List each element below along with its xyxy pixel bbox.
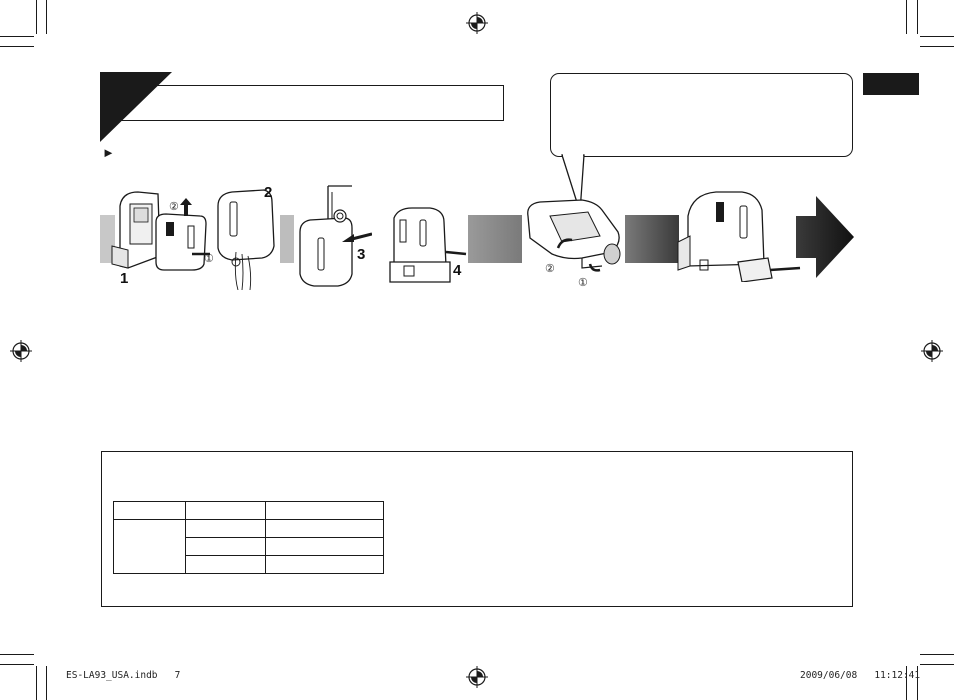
- gradient-band: [625, 215, 679, 263]
- spec-table: [113, 501, 384, 574]
- registration-mark-icon: [10, 340, 32, 362]
- crop-mark: [46, 666, 47, 700]
- crop-mark: [0, 46, 34, 47]
- step-number: 4: [453, 262, 462, 279]
- illustration-step-3: [299, 185, 372, 287]
- crop-mark: [920, 654, 954, 655]
- callout-pointer: [561, 154, 585, 213]
- crop-mark: [46, 0, 47, 34]
- up-arrow-icon: [180, 198, 192, 216]
- registration-mark-icon: [466, 666, 488, 688]
- page-tab: [863, 73, 919, 95]
- notes-box: [101, 451, 853, 607]
- crop-mark: [0, 654, 34, 655]
- crop-mark: [917, 666, 918, 700]
- forward-arrow-icon: [796, 196, 854, 278]
- table-row: [114, 555, 384, 574]
- triangle-marker-icon: ►: [102, 145, 115, 160]
- crop-mark: [36, 0, 37, 34]
- step-number: 2: [264, 184, 273, 201]
- crop-mark: [36, 666, 37, 700]
- crop-mark: [0, 664, 34, 665]
- gradient-band: [468, 215, 522, 263]
- table-row: [113, 519, 384, 574]
- circled-number-2: ②: [545, 263, 555, 275]
- step-number: 3: [357, 246, 366, 263]
- crop-mark: [920, 664, 954, 665]
- crop-mark: [0, 36, 34, 37]
- section-corner-triangle: [100, 72, 172, 142]
- illustration-step-2: [217, 189, 275, 290]
- footer-datetime: 2009/06/08 11:12:41: [800, 670, 921, 681]
- gray-band: [280, 215, 294, 263]
- illustration-step-4: [389, 207, 467, 283]
- illustration-cartridge: [527, 199, 621, 272]
- registration-mark-icon: [921, 340, 943, 362]
- callout-bubble: [550, 73, 853, 157]
- crop-mark: [920, 46, 954, 47]
- illustration-charger-drawer: [677, 191, 801, 282]
- footer-file-label: ES-LA93_USA.indb 7: [66, 670, 181, 681]
- circled-number-2: ②: [169, 201, 179, 213]
- illustration-step-1: [111, 191, 210, 271]
- gray-band: [100, 215, 115, 263]
- crop-mark: [917, 0, 918, 34]
- circled-number-1: ①: [204, 253, 214, 265]
- circled-number-1: ①: [578, 277, 588, 289]
- crop-mark: [906, 0, 907, 34]
- registration-mark-icon: [466, 12, 488, 34]
- table-row: [113, 501, 384, 520]
- step-number: 1: [120, 270, 129, 287]
- crop-mark: [920, 36, 954, 37]
- crop-mark: [906, 666, 907, 700]
